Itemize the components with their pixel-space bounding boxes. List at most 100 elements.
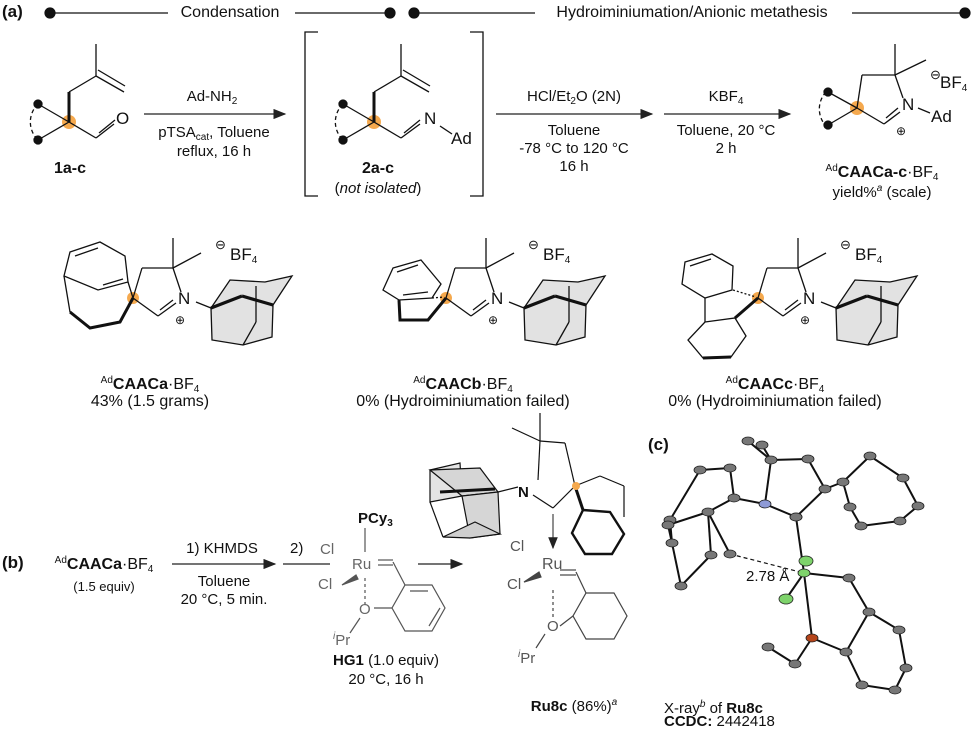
- xray-ccdc: CCDC: 2442418: [664, 713, 775, 730]
- ortep-atom: [778, 593, 794, 605]
- product-3-result: 0% (Hydroiminiumation failed): [668, 393, 882, 410]
- ortep-atom: [701, 507, 715, 517]
- product-1-bf4: BF4: [230, 245, 258, 267]
- step2-temperature: -78 °C to 120 °C: [519, 140, 629, 157]
- ortep-atom: [758, 499, 772, 509]
- hg1-oxygen: O: [359, 601, 371, 618]
- hg1-ru: Ru: [352, 556, 372, 573]
- ru8c-cl-top: Cl: [510, 538, 525, 555]
- atom-N-imine: N: [424, 109, 437, 128]
- scheme-b-step1-solvent: Toluene: [197, 573, 251, 590]
- stage-condensation: Condensation: [180, 4, 280, 21]
- ru8c-cl-bottom: Cl: [507, 576, 522, 593]
- step1-conditions: reflux, 16 h: [176, 143, 252, 160]
- ortep-atom: [764, 455, 778, 465]
- products-structures: [63, 238, 919, 360]
- panel-label-c: (c): [648, 435, 669, 454]
- step1-reagent: Ad-NH2: [186, 88, 238, 107]
- ru8c-isopropyl: iPr: [518, 649, 536, 667]
- ortep-atom: [755, 440, 769, 450]
- product-structure-2: [382, 238, 607, 346]
- ortep-atom: [797, 568, 811, 578]
- hg1-isopropyl: iPr: [333, 631, 351, 649]
- hg1-cl-bottom: Cl: [318, 576, 333, 593]
- ortep-atom: [723, 463, 737, 473]
- compound-2-note: (not isolated): [334, 180, 422, 197]
- product-structure-1: [63, 238, 294, 346]
- ortep-atom: [727, 493, 741, 503]
- ortep-atom: [854, 521, 868, 531]
- ortep-atom: [892, 625, 906, 635]
- step3-reagent: KBF4: [708, 88, 744, 107]
- atom-N-iminium: N: [902, 95, 915, 114]
- hg1-structure: [341, 528, 446, 634]
- compound-2-structure: [334, 44, 453, 145]
- step2-reagent: HCl/Et2O (2N): [527, 88, 621, 107]
- ortep-atom: [836, 477, 850, 487]
- product-2-name: AdCAACb·BF4: [413, 375, 513, 395]
- ortep-atom: [723, 549, 737, 559]
- panel-label-b: (b): [2, 553, 24, 572]
- scheme-b-step1-reagent: 1) KHMDS: [186, 540, 258, 557]
- ortep-atom: [839, 647, 853, 657]
- ru8c-oxygen: O: [547, 618, 559, 635]
- ortep-atom: [842, 573, 856, 583]
- step3-time: 2 h: [715, 140, 737, 157]
- ortep-atom: [798, 555, 814, 567]
- atom-O: O: [116, 109, 130, 128]
- ortep-atom: [896, 473, 910, 483]
- panel-label-a: (a): [2, 2, 23, 21]
- step3-conditions: Toluene, 20 °C: [676, 122, 776, 139]
- step2-time: 16 h: [559, 158, 589, 175]
- xray-ortep-structure: [661, 436, 925, 695]
- ortep-atom: [899, 663, 913, 673]
- hg1-label: HG1 (1.0 equiv): [333, 652, 439, 669]
- ortep-atom: [801, 454, 815, 464]
- compound-1-label: 1a-c: [53, 160, 87, 177]
- product-caac-structure: [818, 44, 931, 130]
- product-1-minus-charge: ⊖: [215, 237, 226, 252]
- product-2-result: 0% (Hydroiminiumation failed): [356, 393, 570, 410]
- compound-1-structure: [29, 44, 126, 145]
- product-2-bf4: BF4: [543, 245, 571, 267]
- step2-solvent: Toluene: [547, 122, 601, 139]
- ortep-atom: [693, 465, 707, 475]
- bf4-anion: BF4: [940, 73, 968, 95]
- ortep-atom: [863, 451, 877, 461]
- product-1-name: AdCAACa·BF4: [100, 375, 200, 395]
- ortep-atom: [789, 512, 803, 522]
- step1-catalyst: pTSAcat, Toluene: [158, 124, 270, 143]
- right-bracket: [470, 31, 484, 197]
- product-2-minus-charge: ⊖: [528, 237, 539, 252]
- ru8c-ru: Ru: [542, 556, 563, 573]
- ortep-atom: [911, 501, 925, 511]
- ortep-atom: [704, 550, 718, 560]
- compound-2-label: 2a-c: [361, 160, 395, 177]
- ru8c-structure: [428, 413, 628, 649]
- ortep-atom: [818, 484, 832, 494]
- ru8c-nitrogen: N: [518, 484, 529, 501]
- hg1-cl-top: Cl: [320, 541, 335, 558]
- plus-charge: ⊕: [896, 124, 907, 138]
- hydroiminiumation-ruler: [408, 7, 971, 19]
- ortep-atom: [661, 520, 675, 530]
- ortep-atom: [843, 502, 857, 512]
- condensation-ruler: [44, 7, 396, 19]
- product-3-bf4: BF4: [855, 245, 883, 267]
- ortep-atom: [805, 633, 819, 643]
- product-1-result: 43% (1.5 grams): [90, 393, 210, 410]
- stage-hydroiminiumation: Hydroiminiumation/Anionic metathesis: [556, 4, 828, 21]
- product-structure-3: [681, 238, 919, 360]
- ru8c-quaternary-highlight: [572, 482, 580, 490]
- ortep-atom: [788, 659, 802, 669]
- product-2-nitrogen: N: [491, 289, 504, 308]
- scheme-b-step2-label: 2): [290, 540, 304, 557]
- xray-distance: 2.78 Å: [746, 568, 790, 585]
- hg1-pcy3: PCy3: [358, 510, 393, 529]
- atom-Ad-imine: Ad: [451, 129, 472, 148]
- product-caac-yield-note: yield%a (scale): [832, 183, 932, 201]
- xray-caption: X-rayb of Ru8c: [664, 699, 763, 717]
- product-2-plus-charge: ⊕: [488, 313, 499, 327]
- scheme-b-reagent: AdCAACa·BF4: [54, 555, 154, 575]
